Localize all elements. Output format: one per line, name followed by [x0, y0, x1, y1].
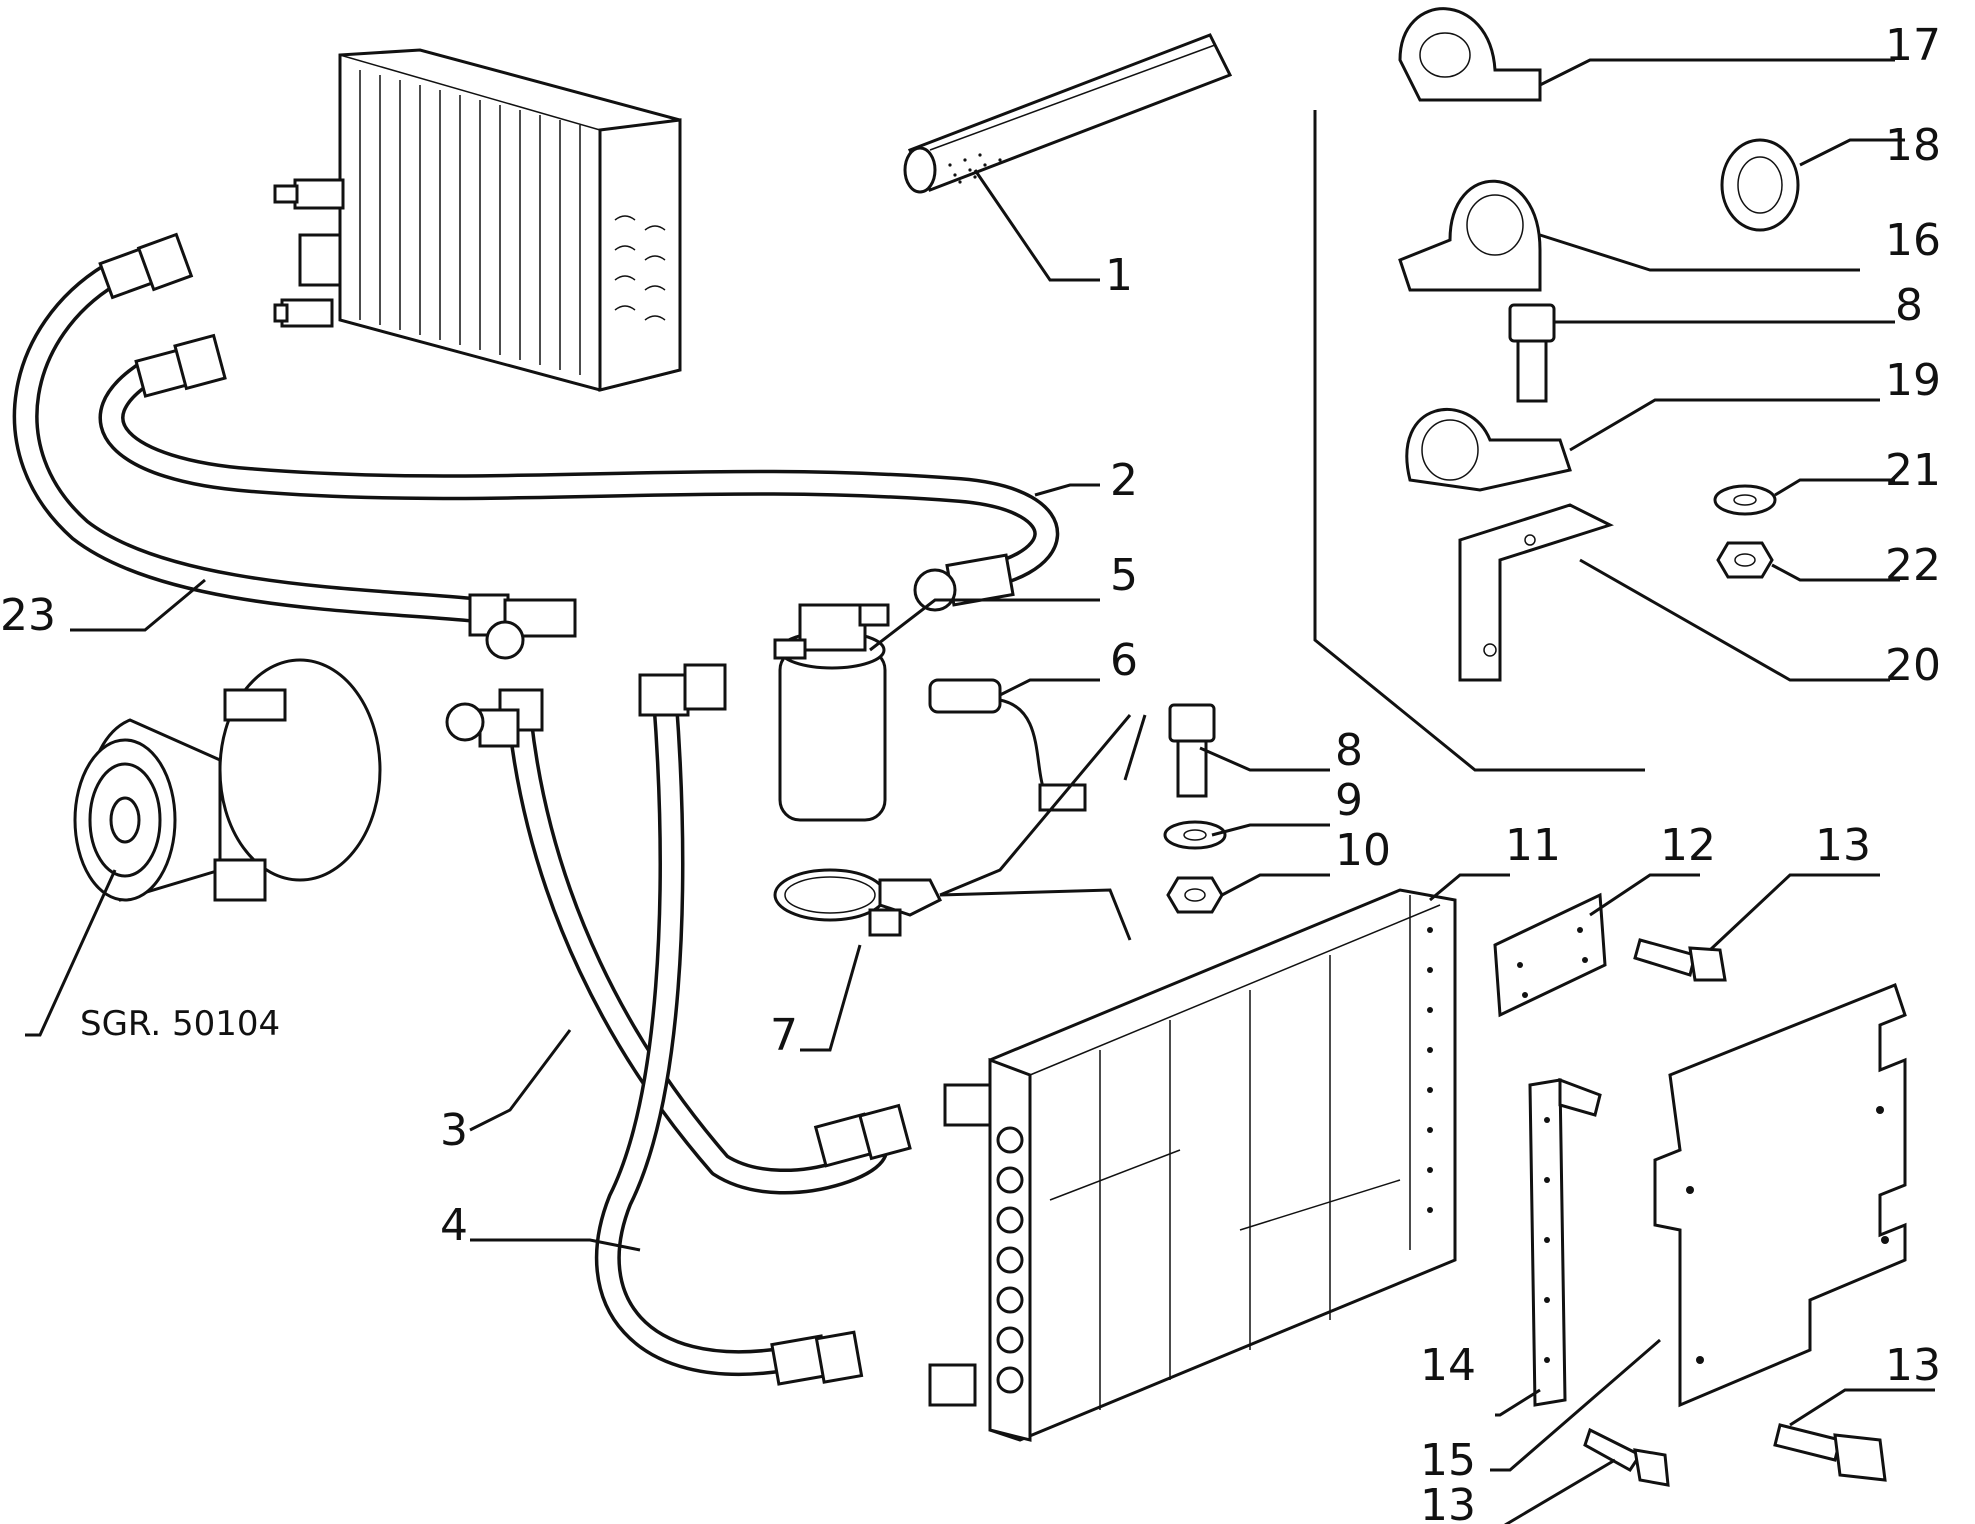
callout-13-bottom-right: 13	[1885, 1340, 1941, 1391]
callout-1: 1	[1105, 250, 1133, 301]
hose-23	[12, 232, 577, 660]
callout-6: 6	[1110, 635, 1138, 686]
hose-2	[98, 333, 1060, 612]
group-bracket-line	[1313, 110, 1645, 772]
callout-13-bottom-left: 13	[1420, 1480, 1476, 1524]
callout-16: 16	[1885, 215, 1941, 266]
callout-17: 17	[1885, 20, 1941, 71]
callout-15: 15	[1420, 1435, 1476, 1486]
screw-13-bottom-left	[1583, 1427, 1670, 1487]
grommet-18	[1720, 138, 1800, 232]
bracket-12	[1493, 892, 1607, 1018]
callout-19: 19	[1885, 355, 1941, 406]
callout-21: 21	[1885, 445, 1941, 496]
callout-4: 4	[440, 1200, 468, 1251]
callout-23: 23	[0, 590, 56, 641]
hose-3	[445, 688, 912, 1195]
callout-8-upper: 8	[1895, 280, 1923, 331]
washer-9	[1163, 820, 1227, 850]
panel-15	[1653, 983, 1907, 1408]
compressor	[73, 658, 382, 902]
bracket-14	[1528, 1077, 1602, 1407]
callout-numbers: 1 2 3 4 5 6 7 8 9 10 11 12 13 14 15 13 1…	[0, 20, 1941, 1524]
callout-9: 9	[1335, 775, 1363, 826]
callout-3: 3	[440, 1105, 468, 1156]
evaporator-unit	[273, 48, 682, 392]
callout-8-lower: 8	[1335, 725, 1363, 776]
clamp-19	[1405, 407, 1572, 492]
clamp-17	[1398, 7, 1542, 102]
clamp-16	[1398, 179, 1542, 292]
callout-5: 5	[1110, 550, 1138, 601]
bracket-20	[1458, 503, 1614, 682]
callout-22: 22	[1885, 540, 1941, 591]
callout-20: 20	[1885, 640, 1941, 691]
receiver-drier	[773, 603, 890, 822]
bolt-8-upper	[1508, 303, 1556, 403]
leader-lines	[25, 58, 1935, 1524]
screw-13-bottom-right	[1773, 1423, 1887, 1482]
callout-12: 12	[1660, 820, 1716, 871]
screw-13-top	[1633, 938, 1727, 982]
callout-14: 14	[1420, 1340, 1476, 1391]
drier-clamp	[773, 868, 943, 937]
nut-22	[1716, 541, 1774, 579]
callout-7: 7	[770, 1010, 798, 1061]
nut-10	[1166, 876, 1224, 914]
condenser	[928, 888, 1457, 1442]
seal-strip	[903, 33, 1233, 194]
callout-13-top: 13	[1815, 820, 1871, 871]
callout-11: 11	[1505, 820, 1561, 871]
callout-10: 10	[1335, 825, 1391, 876]
reference-code: SGR. 50104	[80, 1004, 280, 1044]
pressure-switch	[928, 678, 1087, 812]
callout-18: 18	[1885, 120, 1941, 171]
hose-4	[594, 663, 864, 1386]
washer-21	[1713, 484, 1777, 516]
callout-2: 2	[1110, 455, 1138, 506]
